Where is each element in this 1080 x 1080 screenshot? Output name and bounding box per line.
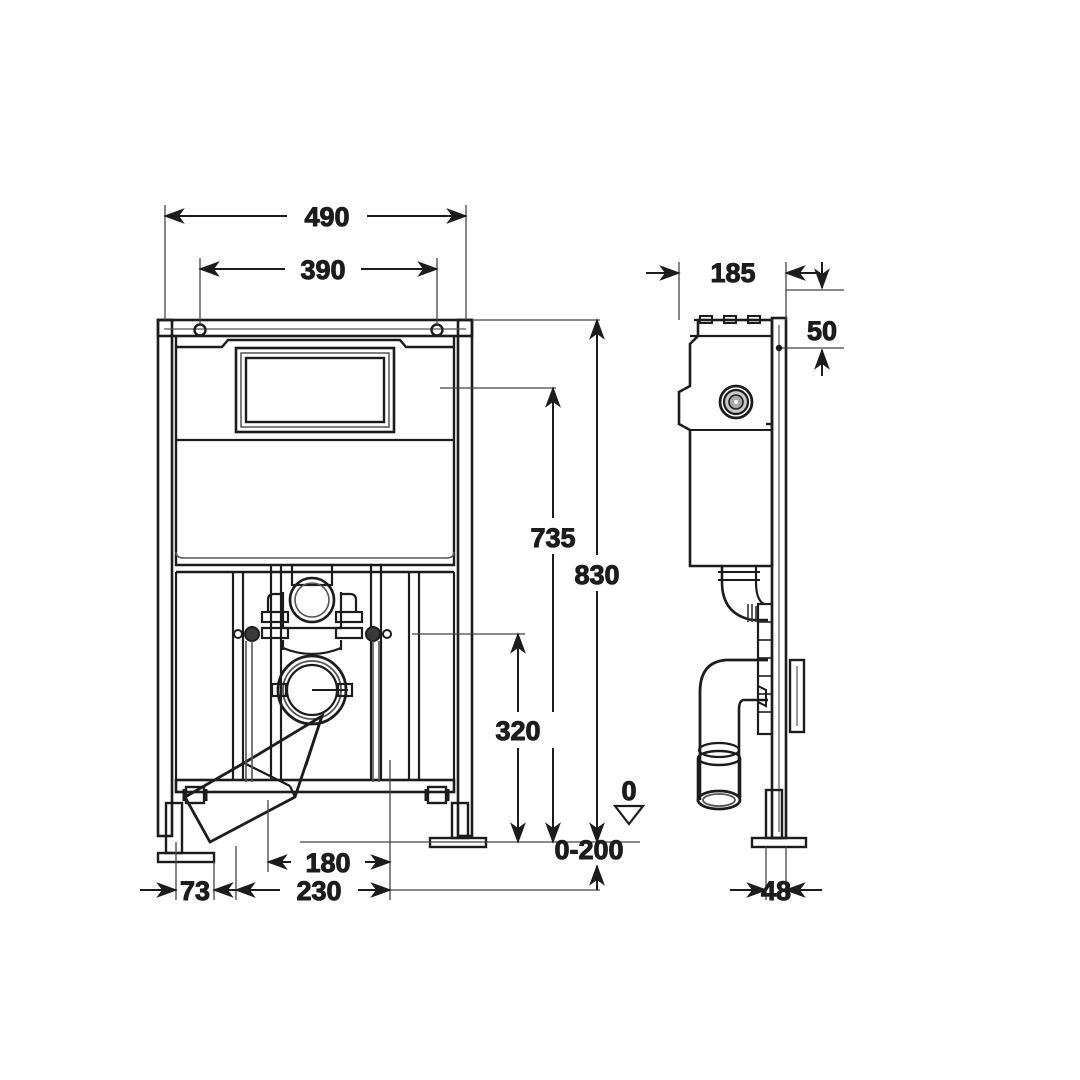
dim-label-0-200: 0-200 (554, 835, 623, 865)
frame-bottom-rail (174, 778, 456, 794)
dimension-offset-73: 73 (140, 876, 251, 907)
side-bracket-tab (788, 658, 806, 734)
dim-label-73: 73 (180, 876, 210, 906)
flush-pipe-upper (288, 576, 336, 624)
dimension-depth-185: 185 (646, 258, 820, 289)
cistern-access-opening (234, 346, 396, 434)
dim-label-390: 390 (300, 255, 345, 285)
frame-lower-bay (174, 570, 456, 794)
dim-label-180: 180 (305, 848, 350, 878)
dim-label-185: 185 (710, 258, 755, 288)
frame-internal-ribs (231, 565, 421, 780)
frame-top-rail (156, 318, 474, 338)
dimension-width-490: 490 (163, 198, 468, 233)
leg-clamp-right (424, 785, 450, 805)
dimension-depth-48: 48 (730, 876, 822, 907)
datum-marker-zero: 0 (612, 776, 646, 826)
dim-label-50: 50 (807, 316, 837, 346)
dim-label-230: 230 (296, 876, 341, 906)
dim-label-datum-0: 0 (621, 776, 636, 806)
dimension-height-830: 830 (556, 318, 638, 844)
side-mounting-rail (756, 602, 774, 736)
side-cistern-profile (677, 315, 774, 568)
dimension-offset-50: 50 (775, 262, 838, 376)
front-view-dimensions: 490 390 735 830 (140, 198, 646, 907)
dim-label-735: 735 (530, 523, 575, 553)
dimension-height-320: 320 (477, 632, 559, 844)
toilet-fixing-studs (233, 626, 392, 782)
angled-waste-bend (183, 712, 325, 844)
side-inlet-valve (718, 384, 754, 420)
side-elevation-view (677, 315, 808, 849)
datum-point-side (775, 344, 783, 352)
dim-label-320: 320 (495, 716, 540, 746)
front-elevation-view (156, 318, 488, 864)
leg-clamp-left (182, 785, 208, 805)
side-waste-elbow (696, 658, 768, 811)
flush-pipe-bracket (260, 563, 364, 656)
side-view-dimensions: 185 50 48 (646, 258, 844, 907)
dimension-offset-230: 230 (234, 873, 392, 907)
dimension-adjust-0-200: 0-200 (554, 835, 624, 890)
waste-pipe-outlet (270, 654, 354, 726)
leg-clamp-blocks (182, 785, 450, 805)
leg-left (156, 801, 216, 864)
dimension-height-735: 735 (512, 386, 594, 844)
dim-label-48: 48 (761, 876, 791, 906)
dimension-width-390: 390 (198, 251, 439, 286)
dimension-offset-180: 180 (266, 845, 392, 879)
side-leg (750, 788, 808, 849)
dim-label-830: 830 (574, 560, 619, 590)
dim-label-490: 490 (304, 202, 349, 232)
